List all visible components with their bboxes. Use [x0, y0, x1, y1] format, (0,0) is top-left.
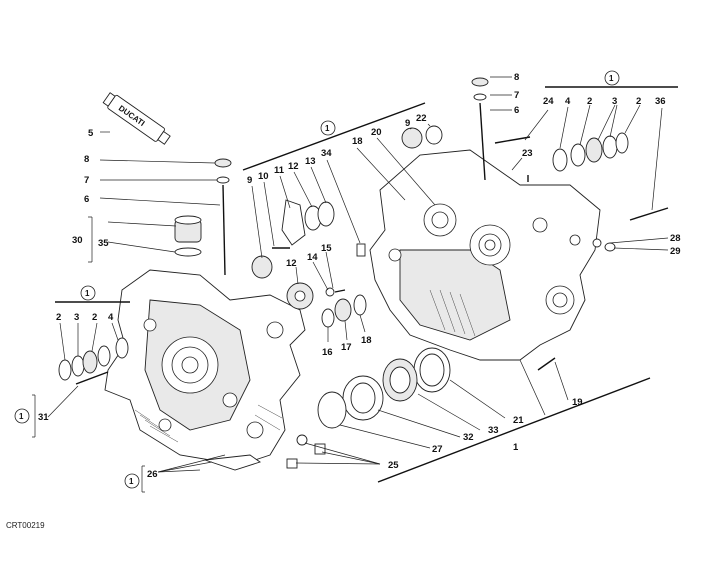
small-parts: DUCATI — [58, 77, 669, 469]
label-1: 1 — [513, 442, 519, 453]
label-35: 35 — [98, 238, 109, 249]
label-9: 9 — [247, 175, 252, 186]
label-26: 26 — [147, 469, 158, 480]
label-17: 17 — [341, 342, 352, 353]
right-crankcase-half — [369, 149, 601, 361]
label-28: 28 — [670, 233, 681, 244]
label-27: 27 — [432, 444, 443, 455]
label-5: 5 — [88, 128, 94, 139]
label-33: 33 — [488, 425, 499, 436]
label-15: 15 — [321, 243, 332, 254]
label-22: 22 — [416, 113, 427, 124]
label-30: 30 — [72, 235, 83, 246]
label-20: 20 — [371, 127, 382, 138]
label-14: 14 — [307, 252, 318, 263]
label-21: 21 — [513, 415, 524, 426]
label-6: 6 — [84, 194, 89, 205]
label-19: 19 — [572, 397, 583, 408]
group-reference-circles: 1 1 1 1 1 — [14, 70, 620, 489]
label-18-lower: 18 — [361, 335, 372, 346]
group-ref-top-right: 1 — [609, 74, 614, 83]
label-9-top: 9 — [405, 118, 410, 129]
left-crankcase-half — [104, 269, 306, 471]
leader-lines — [32, 76, 678, 493]
part-number-labels: 5 8 7 6 30 35 9 10 11 12 13 34 18 20 9 2… — [38, 72, 681, 480]
label-4: 4 — [565, 96, 571, 107]
group-ref-26: 1 — [129, 477, 134, 486]
label-13: 13 — [305, 156, 316, 167]
label-4-left: 4 — [108, 312, 114, 323]
label-8-top: 8 — [514, 72, 519, 83]
label-7-top: 7 — [514, 90, 519, 101]
label-31: 31 — [38, 412, 49, 423]
label-2-left: 2 — [56, 312, 61, 323]
group-ref-top: 1 — [325, 124, 330, 133]
label-12: 12 — [288, 161, 299, 172]
label-36: 36 — [655, 96, 666, 107]
label-12-gear: 12 — [286, 258, 297, 269]
label-29: 29 — [670, 246, 681, 257]
label-8: 8 — [84, 154, 89, 165]
label-3: 3 — [612, 96, 617, 107]
label-7: 7 — [84, 175, 89, 186]
label-6-top: 6 — [514, 105, 519, 116]
label-24: 24 — [543, 96, 554, 107]
label-11: 11 — [274, 165, 285, 176]
label-10: 10 — [258, 171, 269, 182]
label-23: 23 — [522, 148, 533, 159]
group-ref-left: 1 — [85, 289, 90, 298]
label-25: 25 — [388, 460, 399, 471]
label-2-left-b: 2 — [92, 312, 97, 323]
label-34: 34 — [321, 148, 332, 159]
label-18: 18 — [352, 136, 363, 147]
label-16: 16 — [322, 347, 333, 358]
diagram-code: CRT00219 — [6, 521, 45, 530]
label-2: 2 — [587, 96, 592, 107]
label-3-left: 3 — [74, 312, 79, 323]
label-32: 32 — [463, 432, 474, 443]
label-2-right: 2 — [636, 96, 641, 107]
group-ref-31: 1 — [19, 412, 24, 421]
